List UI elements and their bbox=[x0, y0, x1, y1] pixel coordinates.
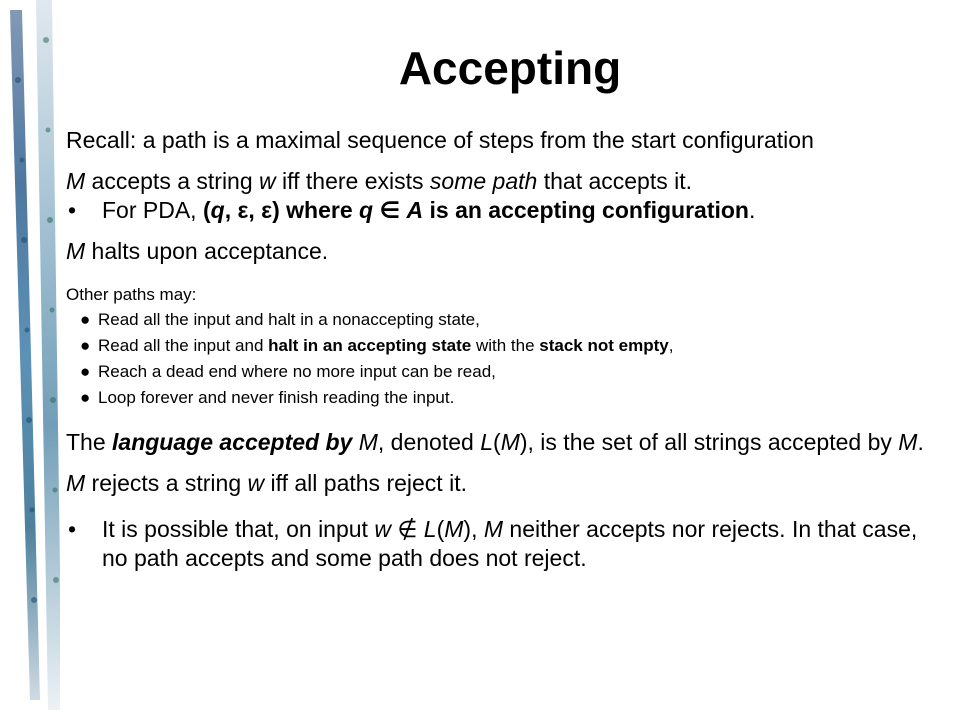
text: halts upon acceptance. bbox=[85, 238, 329, 264]
text: rejects a string bbox=[85, 470, 248, 496]
text: is an accepting configuration bbox=[423, 197, 749, 223]
text: ), is the set of all strings accepted by bbox=[519, 429, 899, 455]
var-a: A bbox=[406, 197, 424, 223]
text: For PDA, bbox=[102, 197, 203, 223]
text: , denoted bbox=[377, 429, 481, 455]
text: iff all paths reject it. bbox=[264, 470, 467, 496]
text: iff there exists bbox=[275, 168, 430, 194]
bullet-dot: ● bbox=[80, 310, 91, 329]
other-paths-heading: Other paths may: bbox=[66, 285, 197, 304]
text: , bbox=[668, 336, 674, 355]
var-w: w bbox=[247, 470, 265, 496]
text: The bbox=[66, 429, 113, 455]
text: ( bbox=[436, 516, 445, 542]
emphasis: stack not empty bbox=[539, 336, 669, 355]
var-l: L bbox=[480, 429, 494, 455]
text: ∉ bbox=[390, 516, 424, 542]
term-language-accepted: language accepted by bbox=[112, 429, 353, 455]
text: Read all the input and halt in a nonacce… bbox=[98, 310, 480, 329]
list-item: ● Read all the input and halt in a nonac… bbox=[66, 307, 946, 333]
rejects-line: M rejects a string w iff all paths rejec… bbox=[66, 469, 946, 498]
halts-line: M halts upon acceptance. bbox=[66, 237, 946, 266]
var-m: M bbox=[66, 168, 86, 194]
text: Read all the input and bbox=[98, 336, 269, 355]
some-path-emphasis: some path bbox=[429, 168, 538, 194]
var-m: M bbox=[66, 238, 86, 264]
var-w: w bbox=[374, 516, 391, 542]
text: , ε, ε) where bbox=[224, 197, 360, 223]
var-m: M bbox=[898, 429, 918, 455]
possible-bullet: •It is possible that, on input w ∉ L(M),… bbox=[66, 515, 946, 573]
text: ( bbox=[202, 197, 211, 223]
text: Reach a dead end where no more input can… bbox=[98, 362, 496, 381]
bullet-dot: ● bbox=[80, 388, 91, 407]
language-definition: The language accepted by M, denoted L(M)… bbox=[66, 428, 946, 457]
decorative-side-strip bbox=[10, 0, 60, 710]
var-q: q bbox=[210, 197, 225, 223]
text: ∈ bbox=[373, 197, 407, 223]
bullet-dot: ● bbox=[80, 336, 91, 355]
text: accepts a string bbox=[85, 168, 260, 194]
list-item: ● Loop forever and never finish reading … bbox=[66, 385, 946, 411]
bullet-dot: • bbox=[68, 197, 77, 223]
text: ( bbox=[493, 429, 501, 455]
var-m: M bbox=[500, 429, 520, 455]
var-m: M bbox=[358, 429, 378, 455]
var-m: M bbox=[444, 516, 464, 542]
slide-title: Accepting bbox=[398, 42, 622, 94]
var-m: M bbox=[483, 516, 504, 542]
var-w: w bbox=[259, 168, 276, 194]
bullet-dot: • bbox=[68, 516, 77, 542]
text: neither accepts nor rejects. In that cas… bbox=[102, 516, 918, 571]
text: . bbox=[748, 197, 756, 223]
text: Loop forever and never finish reading th… bbox=[98, 388, 455, 407]
recall-line: Recall: a path is a maximal sequence of … bbox=[66, 127, 814, 153]
var-l: L bbox=[423, 516, 437, 542]
var-q: q bbox=[359, 197, 374, 223]
text: with the bbox=[471, 336, 540, 355]
list-item: ● Read all the input and halt in an acce… bbox=[66, 333, 946, 359]
pda-bullet: •For PDA, (q, ε, ε) where q ∈ A is an ac… bbox=[66, 196, 946, 225]
bullet-dot: ● bbox=[80, 362, 91, 381]
text: . bbox=[917, 429, 924, 455]
var-m: M bbox=[66, 470, 86, 496]
text: ), bbox=[463, 516, 484, 542]
text: that accepts it. bbox=[537, 168, 693, 194]
accepts-line: M accepts a string w iff there exists so… bbox=[66, 167, 946, 196]
list-item: ● Reach a dead end where no more input c… bbox=[66, 359, 946, 385]
text: It is possible that, on input bbox=[102, 516, 375, 542]
slide-body: Recall: a path is a maximal sequence of … bbox=[66, 126, 946, 573]
emphasis: halt in an accepting state bbox=[268, 336, 472, 355]
